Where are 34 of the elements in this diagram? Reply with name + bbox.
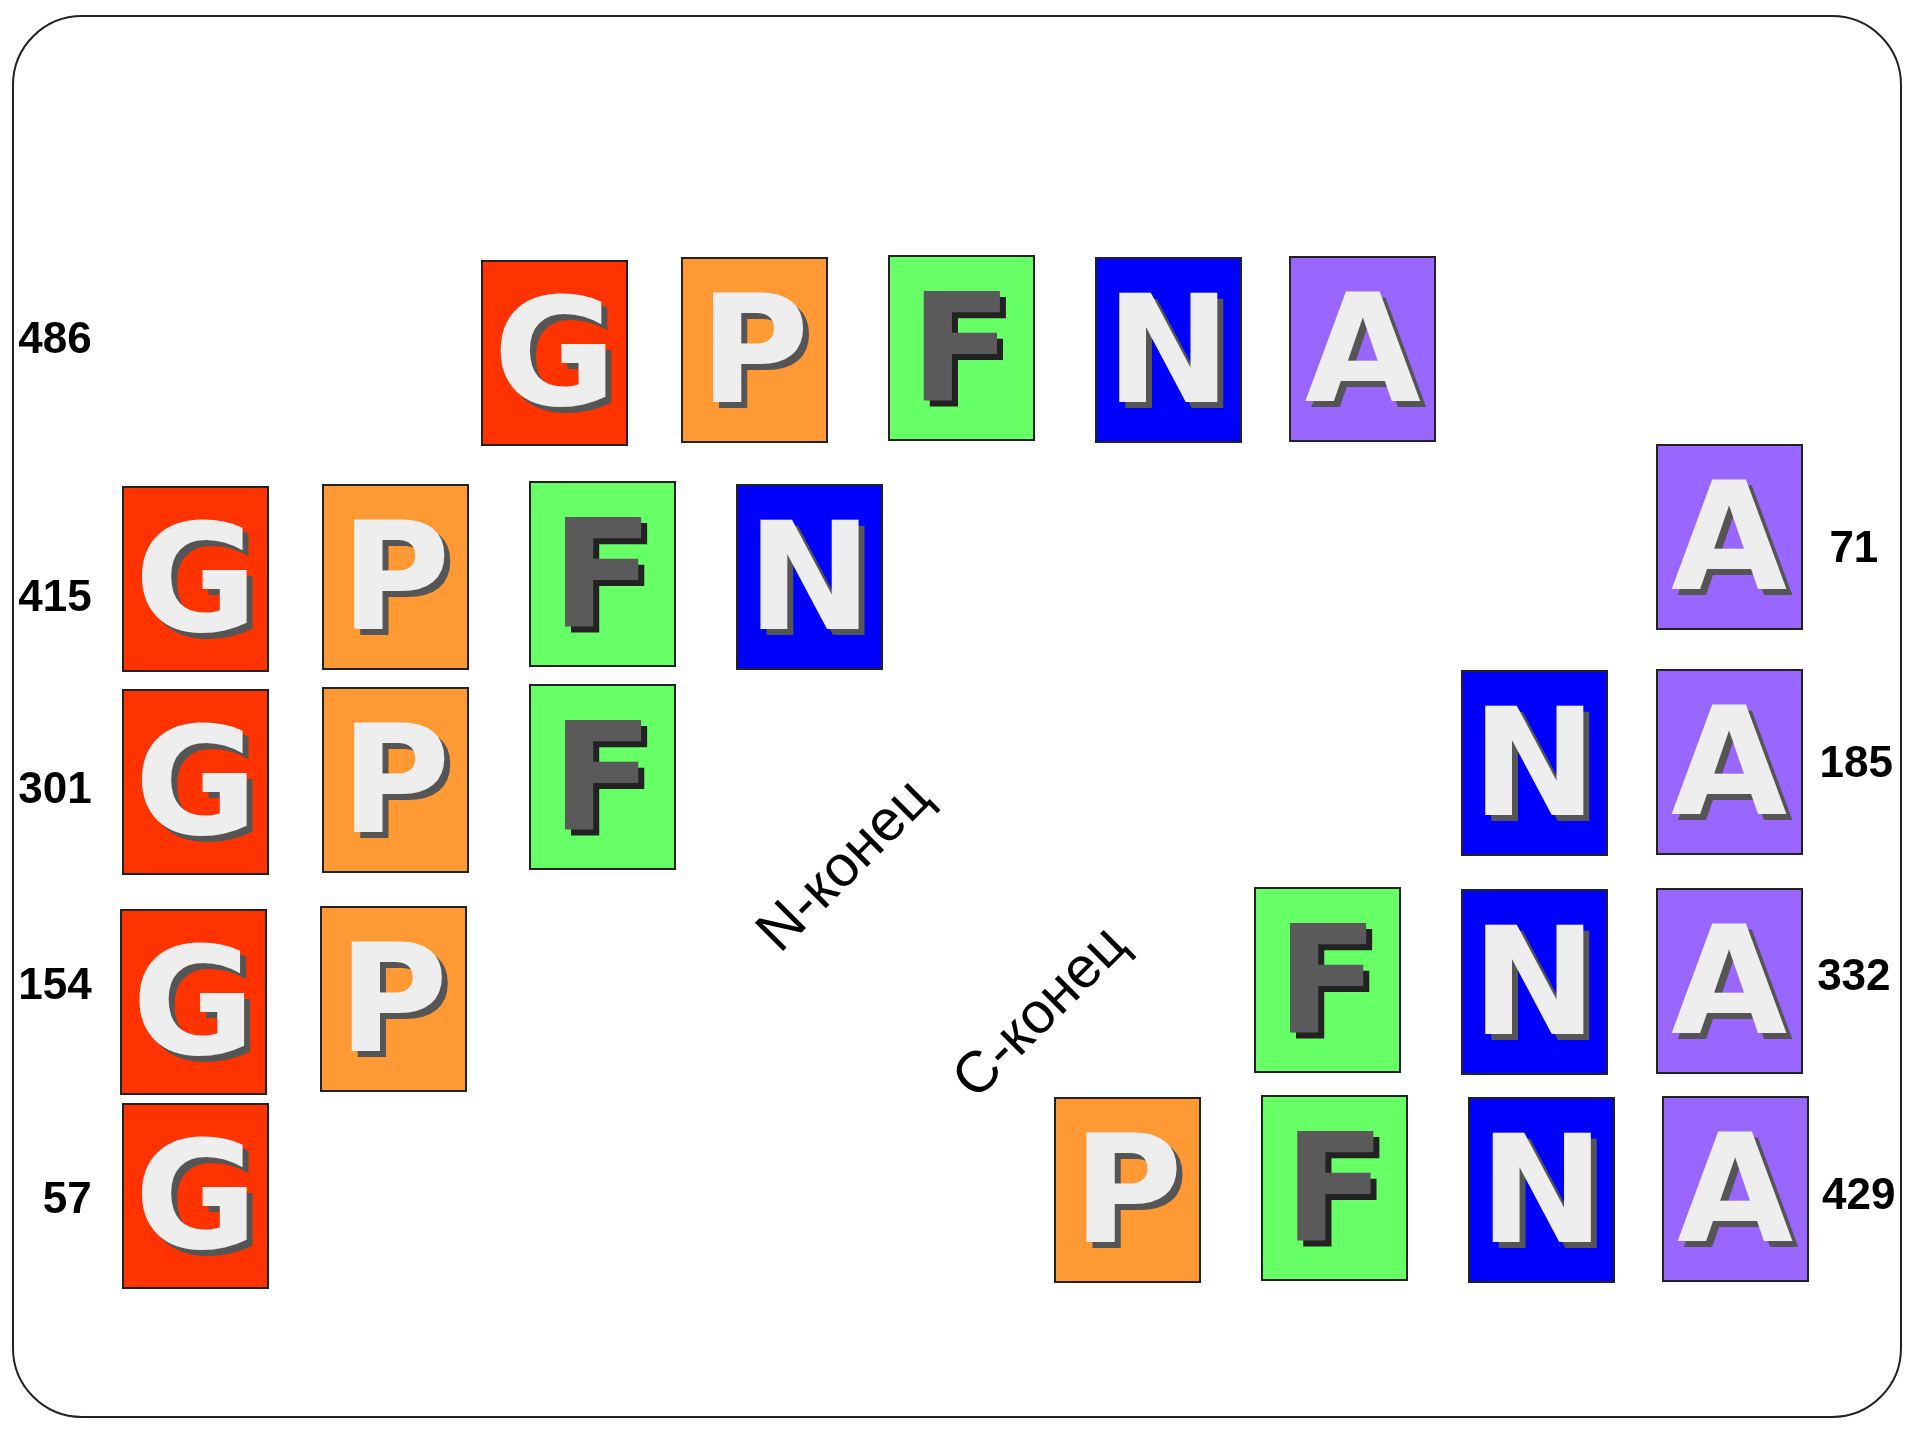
amino-acid-tile: A — [1655, 444, 1803, 631]
amino-acid-tile: A — [1289, 255, 1437, 442]
mass-label: 332 — [1817, 950, 1891, 1001]
amino-acid-tile: A — [1655, 668, 1803, 855]
amino-acid-tile: F — [528, 481, 676, 668]
amino-acid-tile: P — [322, 686, 470, 873]
amino-acid-tile: F — [887, 254, 1035, 441]
amino-acid-tile: N — [1460, 669, 1608, 856]
amino-acid-tile: P — [319, 906, 467, 1093]
amino-acid-tile: P — [680, 257, 828, 444]
amino-acid-tile: N — [1460, 888, 1608, 1075]
amino-acid-tile: F — [528, 684, 676, 871]
amino-acid-tile: N — [1094, 257, 1242, 444]
amino-acid-tile: G — [481, 259, 629, 446]
amino-acid-tile: G — [122, 689, 270, 876]
amino-acid-tile: A — [1661, 1095, 1809, 1282]
amino-acid-tile: G — [120, 908, 267, 1095]
mass-label: 71 — [1829, 521, 1879, 572]
mass-label: 154 — [18, 958, 92, 1009]
mass-label: 185 — [1819, 737, 1893, 788]
mass-label: 301 — [18, 762, 92, 813]
amino-acid-tile: N — [735, 483, 883, 670]
mass-label: 57 — [42, 1173, 92, 1224]
mass-label: 486 — [18, 313, 92, 364]
amino-acid-tile: A — [1655, 887, 1803, 1074]
amino-acid-tile: G — [122, 1103, 270, 1290]
mass-label: 429 — [1822, 1169, 1896, 1220]
amino-acid-tile: F — [1261, 1094, 1409, 1281]
amino-acid-tile: G — [122, 486, 270, 673]
amino-acid-tile: P — [322, 483, 470, 670]
mass-label: 415 — [18, 570, 92, 621]
amino-acid-tile: N — [1468, 1097, 1616, 1284]
amino-acid-tile: P — [1054, 1097, 1202, 1284]
amino-acid-tile: F — [1253, 886, 1401, 1073]
